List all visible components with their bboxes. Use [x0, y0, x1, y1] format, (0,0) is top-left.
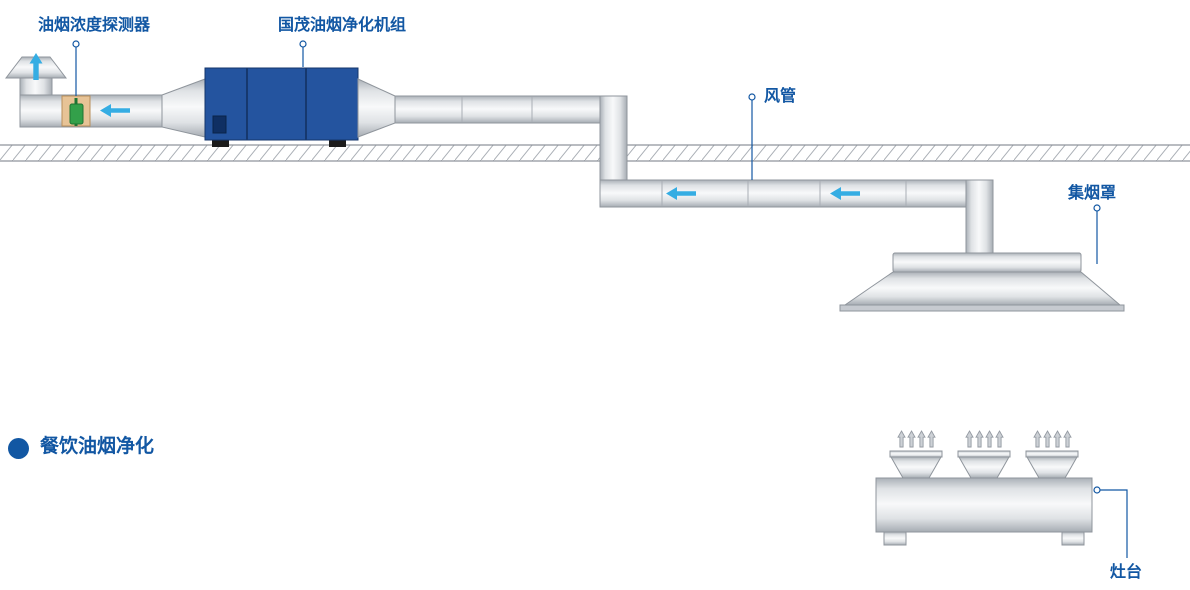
roof-hatch-band	[0, 144, 1190, 162]
bullet-icon	[8, 438, 29, 459]
stove-label: 灶台	[1110, 564, 1143, 581]
duct-lower-run	[599, 179, 994, 208]
hood-neck-duct	[965, 179, 994, 257]
purifier-label: 国茂油烟净化机组	[278, 17, 407, 34]
hood-label: 集烟罩	[1068, 185, 1117, 202]
unit-foot	[212, 140, 229, 147]
duct-label: 风管	[764, 88, 797, 105]
unit-control-panel	[212, 115, 227, 134]
inlet-cone	[161, 78, 206, 138]
outlet-cone	[357, 78, 396, 138]
duct-left-section	[19, 78, 206, 138]
stove-foot	[883, 531, 907, 546]
unit-foot	[329, 140, 346, 147]
steam-up-arrow-icons	[897, 430, 1072, 448]
purifier-unit	[204, 67, 396, 147]
callout-lines	[72, 40, 1128, 558]
caption-title: 餐饮油烟净化	[40, 436, 155, 457]
stove-burners	[889, 450, 1079, 479]
smoke-hood	[839, 252, 1125, 312]
stove	[875, 430, 1093, 546]
detector-label: 油烟浓度探测器	[38, 17, 151, 34]
duct-upper-run	[394, 95, 601, 124]
fume-detector	[69, 98, 84, 126]
stove-foot	[1061, 531, 1085, 546]
stove-body	[875, 477, 1093, 533]
